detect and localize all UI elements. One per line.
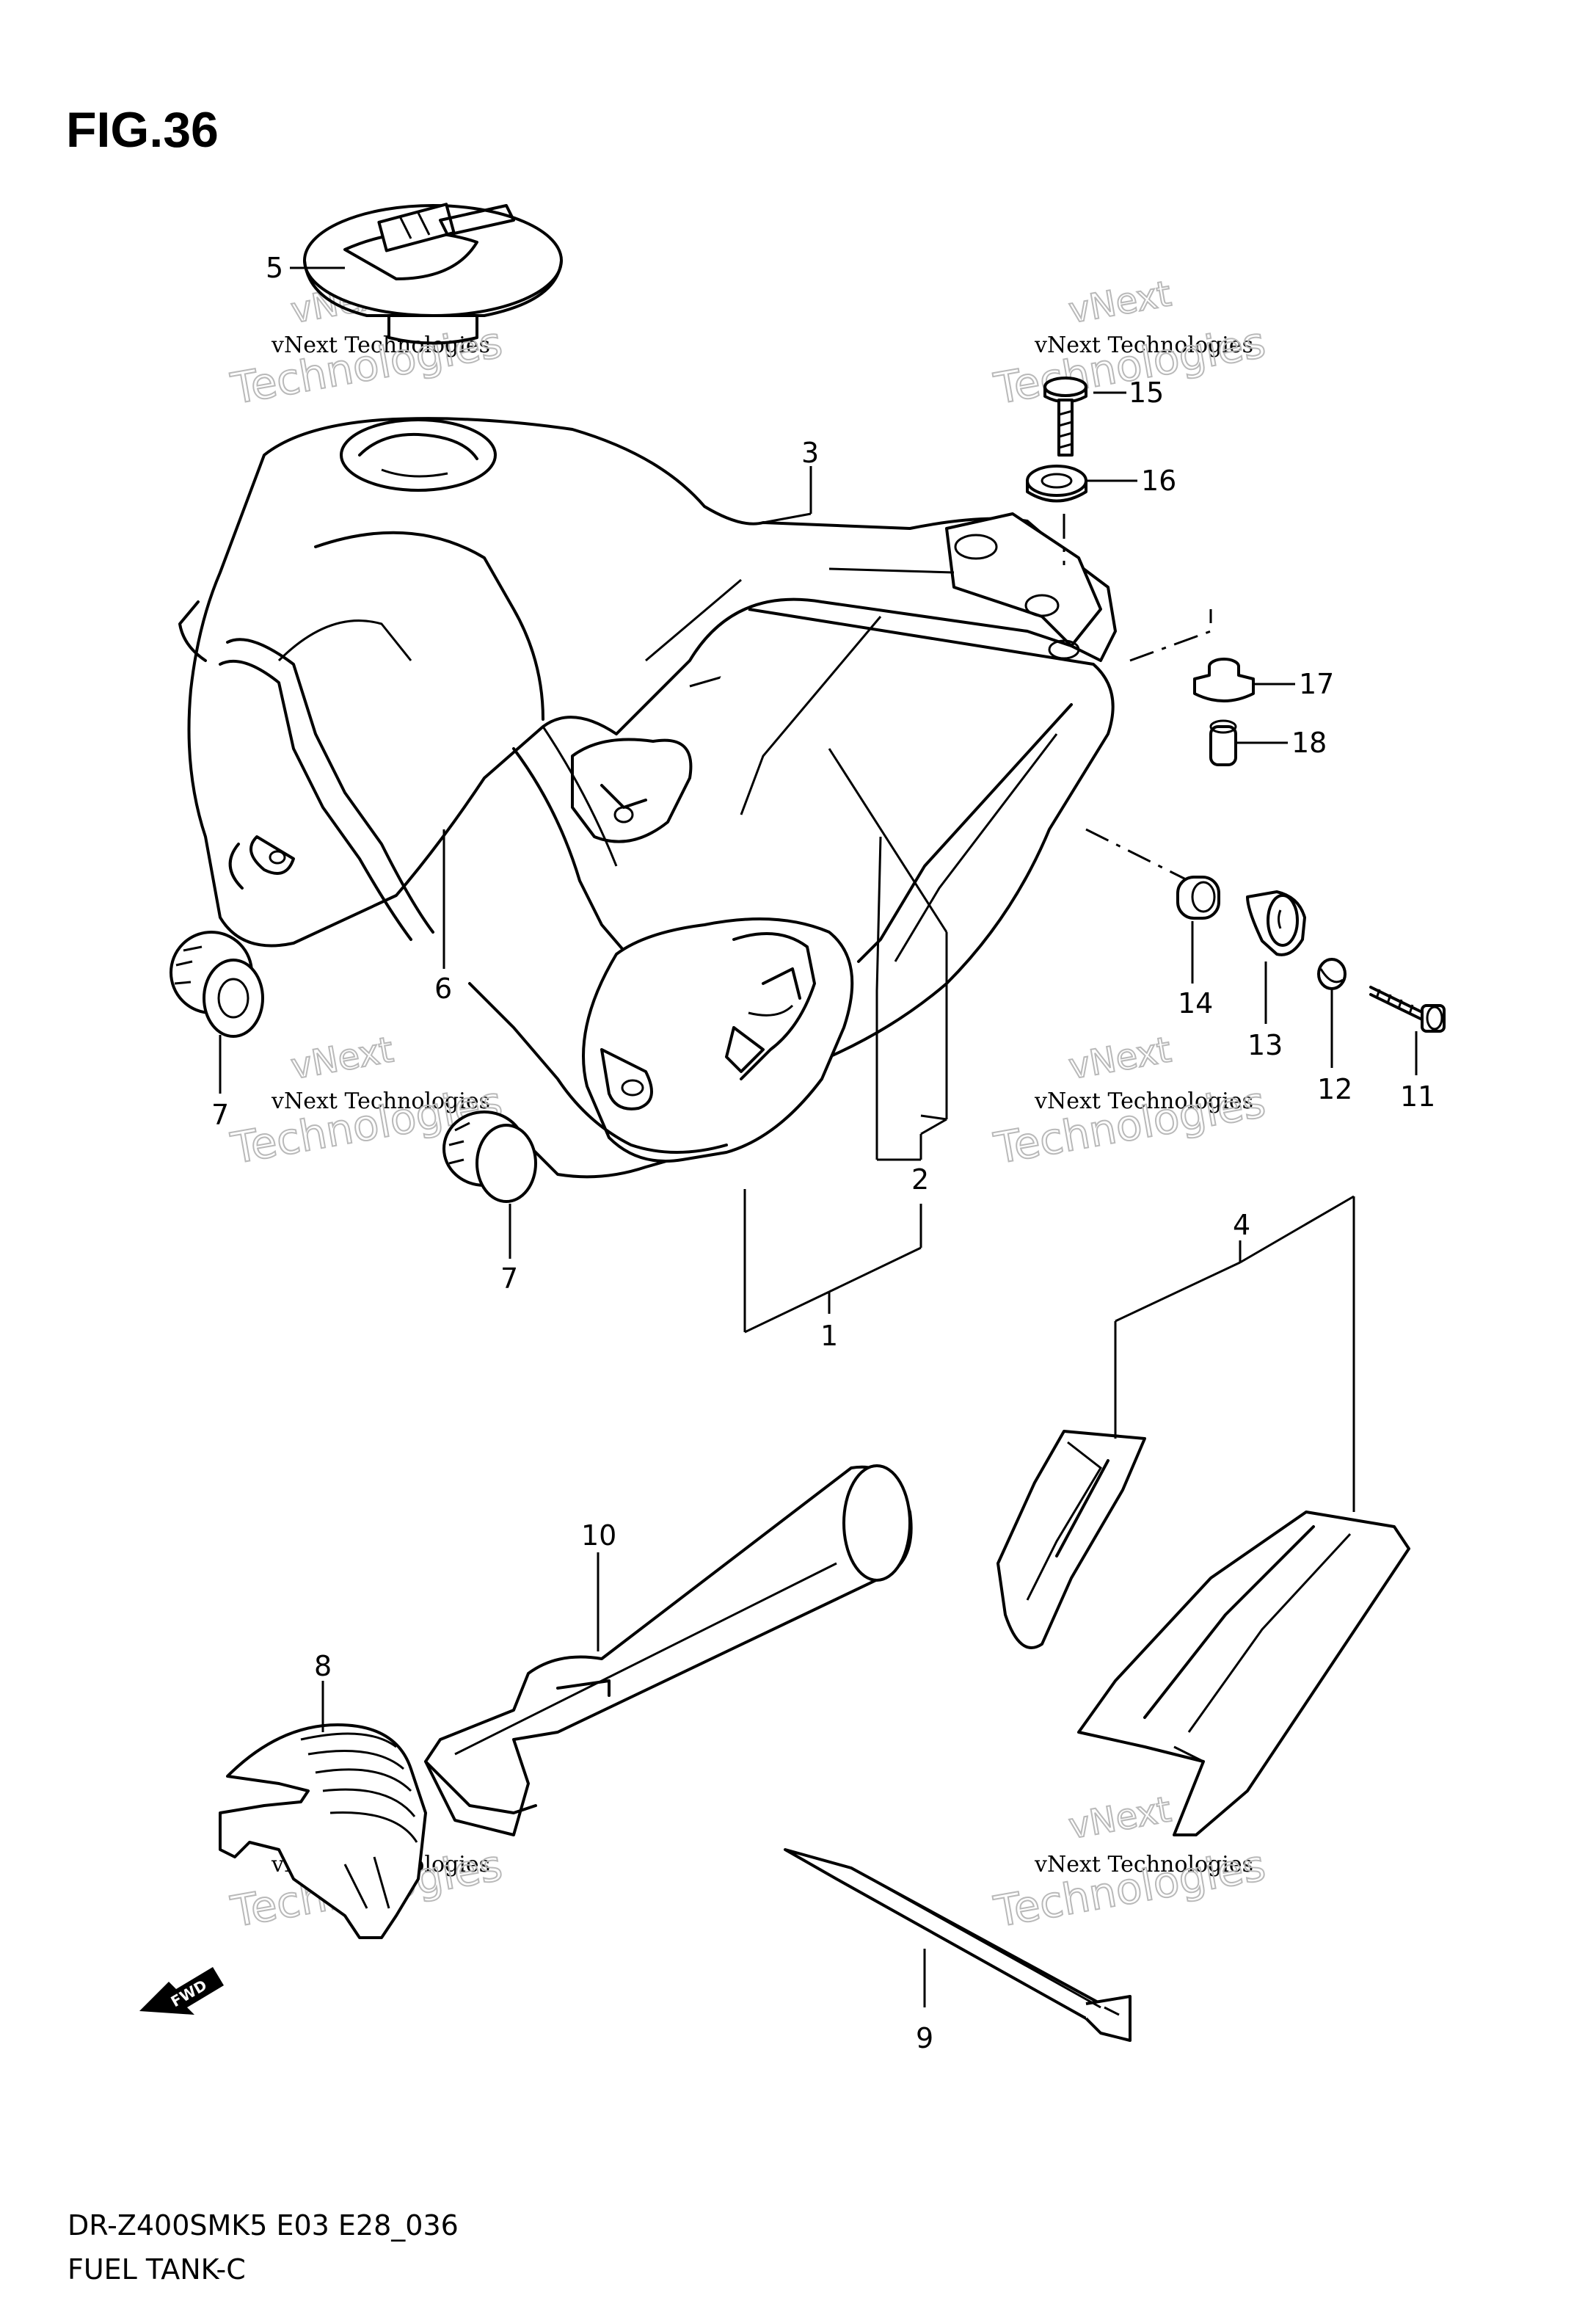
callout-18: 18	[1291, 727, 1327, 759]
callout-3: 3	[801, 437, 819, 469]
collar-18-illustration	[1209, 719, 1237, 766]
callout-11: 11	[1400, 1080, 1435, 1113]
svg-text:vNext: vNext	[1065, 1789, 1174, 1847]
bolt-15-illustration	[1043, 377, 1087, 457]
grommet-16-illustration	[1026, 465, 1087, 503]
callout-17: 17	[1299, 668, 1334, 700]
svg-text:vNext: vNext	[1065, 273, 1174, 332]
damper-17-illustration	[1193, 658, 1255, 702]
protector-10-illustration	[424, 1464, 913, 1836]
watermark-bottom-right: vNext Technologies Technologies vNext	[990, 1788, 1270, 1938]
washer-12-illustration	[1317, 958, 1347, 990]
footer-model-code: DR-Z400SMK5 E03 E28_036	[68, 2209, 459, 2242]
leader-lines	[219, 266, 1418, 2007]
watermark-middle-right: vNext Technologies Technologies vNext	[990, 1028, 1270, 1174]
svg-text:Technologies: Technologies	[227, 317, 506, 414]
callout-10: 10	[581, 1519, 616, 1552]
footer-section-name: FUEL TANK-C	[68, 2253, 246, 2286]
fuel-cap-illustration	[303, 203, 563, 345]
svg-text:vNext Technologies: vNext Technologies	[1034, 332, 1253, 358]
cap-7-left-illustration	[170, 931, 264, 1038]
cap-7-right-illustration	[442, 1110, 537, 1203]
callout-15: 15	[1129, 377, 1164, 409]
callout-5: 5	[266, 252, 283, 284]
callout-1: 1	[820, 1320, 838, 1352]
svg-text:vNext: vNext	[1065, 1029, 1174, 1088]
fwd-arrow: FWD	[139, 1967, 224, 2015]
svg-text:vNext Technologies: vNext Technologies	[1034, 1088, 1253, 1114]
fuel-tank-illustration	[178, 417, 1117, 1179]
callout-2: 2	[911, 1163, 929, 1196]
svg-text:vNext: vNext	[288, 1029, 396, 1088]
callout-7-left: 7	[211, 1099, 229, 1131]
callout-16: 16	[1141, 465, 1176, 497]
cushion-14-illustration	[1176, 876, 1220, 920]
callout-12: 12	[1317, 1073, 1352, 1105]
bolt-11-illustration	[1369, 986, 1446, 1033]
callout-13: 13	[1247, 1029, 1283, 1061]
callout-8: 8	[314, 1650, 332, 1682]
callout-7-right: 7	[500, 1262, 518, 1295]
cover-4-illustration	[996, 1430, 1410, 1836]
svg-text:vNext Technologies: vNext Technologies	[1034, 1852, 1253, 1877]
clamp-8-illustration	[219, 1723, 427, 1939]
callout-9: 9	[916, 2022, 933, 2054]
figure-title: FIG.36	[66, 102, 219, 158]
callout-14: 14	[1178, 987, 1213, 1019]
cushion-13-illustration	[1246, 890, 1306, 956]
callout-6: 6	[434, 973, 452, 1005]
cable-tie-9-illustration	[784, 1848, 1132, 2042]
callout-4: 4	[1233, 1209, 1250, 1241]
svg-text:vNext Technologies: vNext Technologies	[271, 332, 490, 358]
svg-text:vNext Technologies: vNext Technologies	[271, 1088, 490, 1114]
